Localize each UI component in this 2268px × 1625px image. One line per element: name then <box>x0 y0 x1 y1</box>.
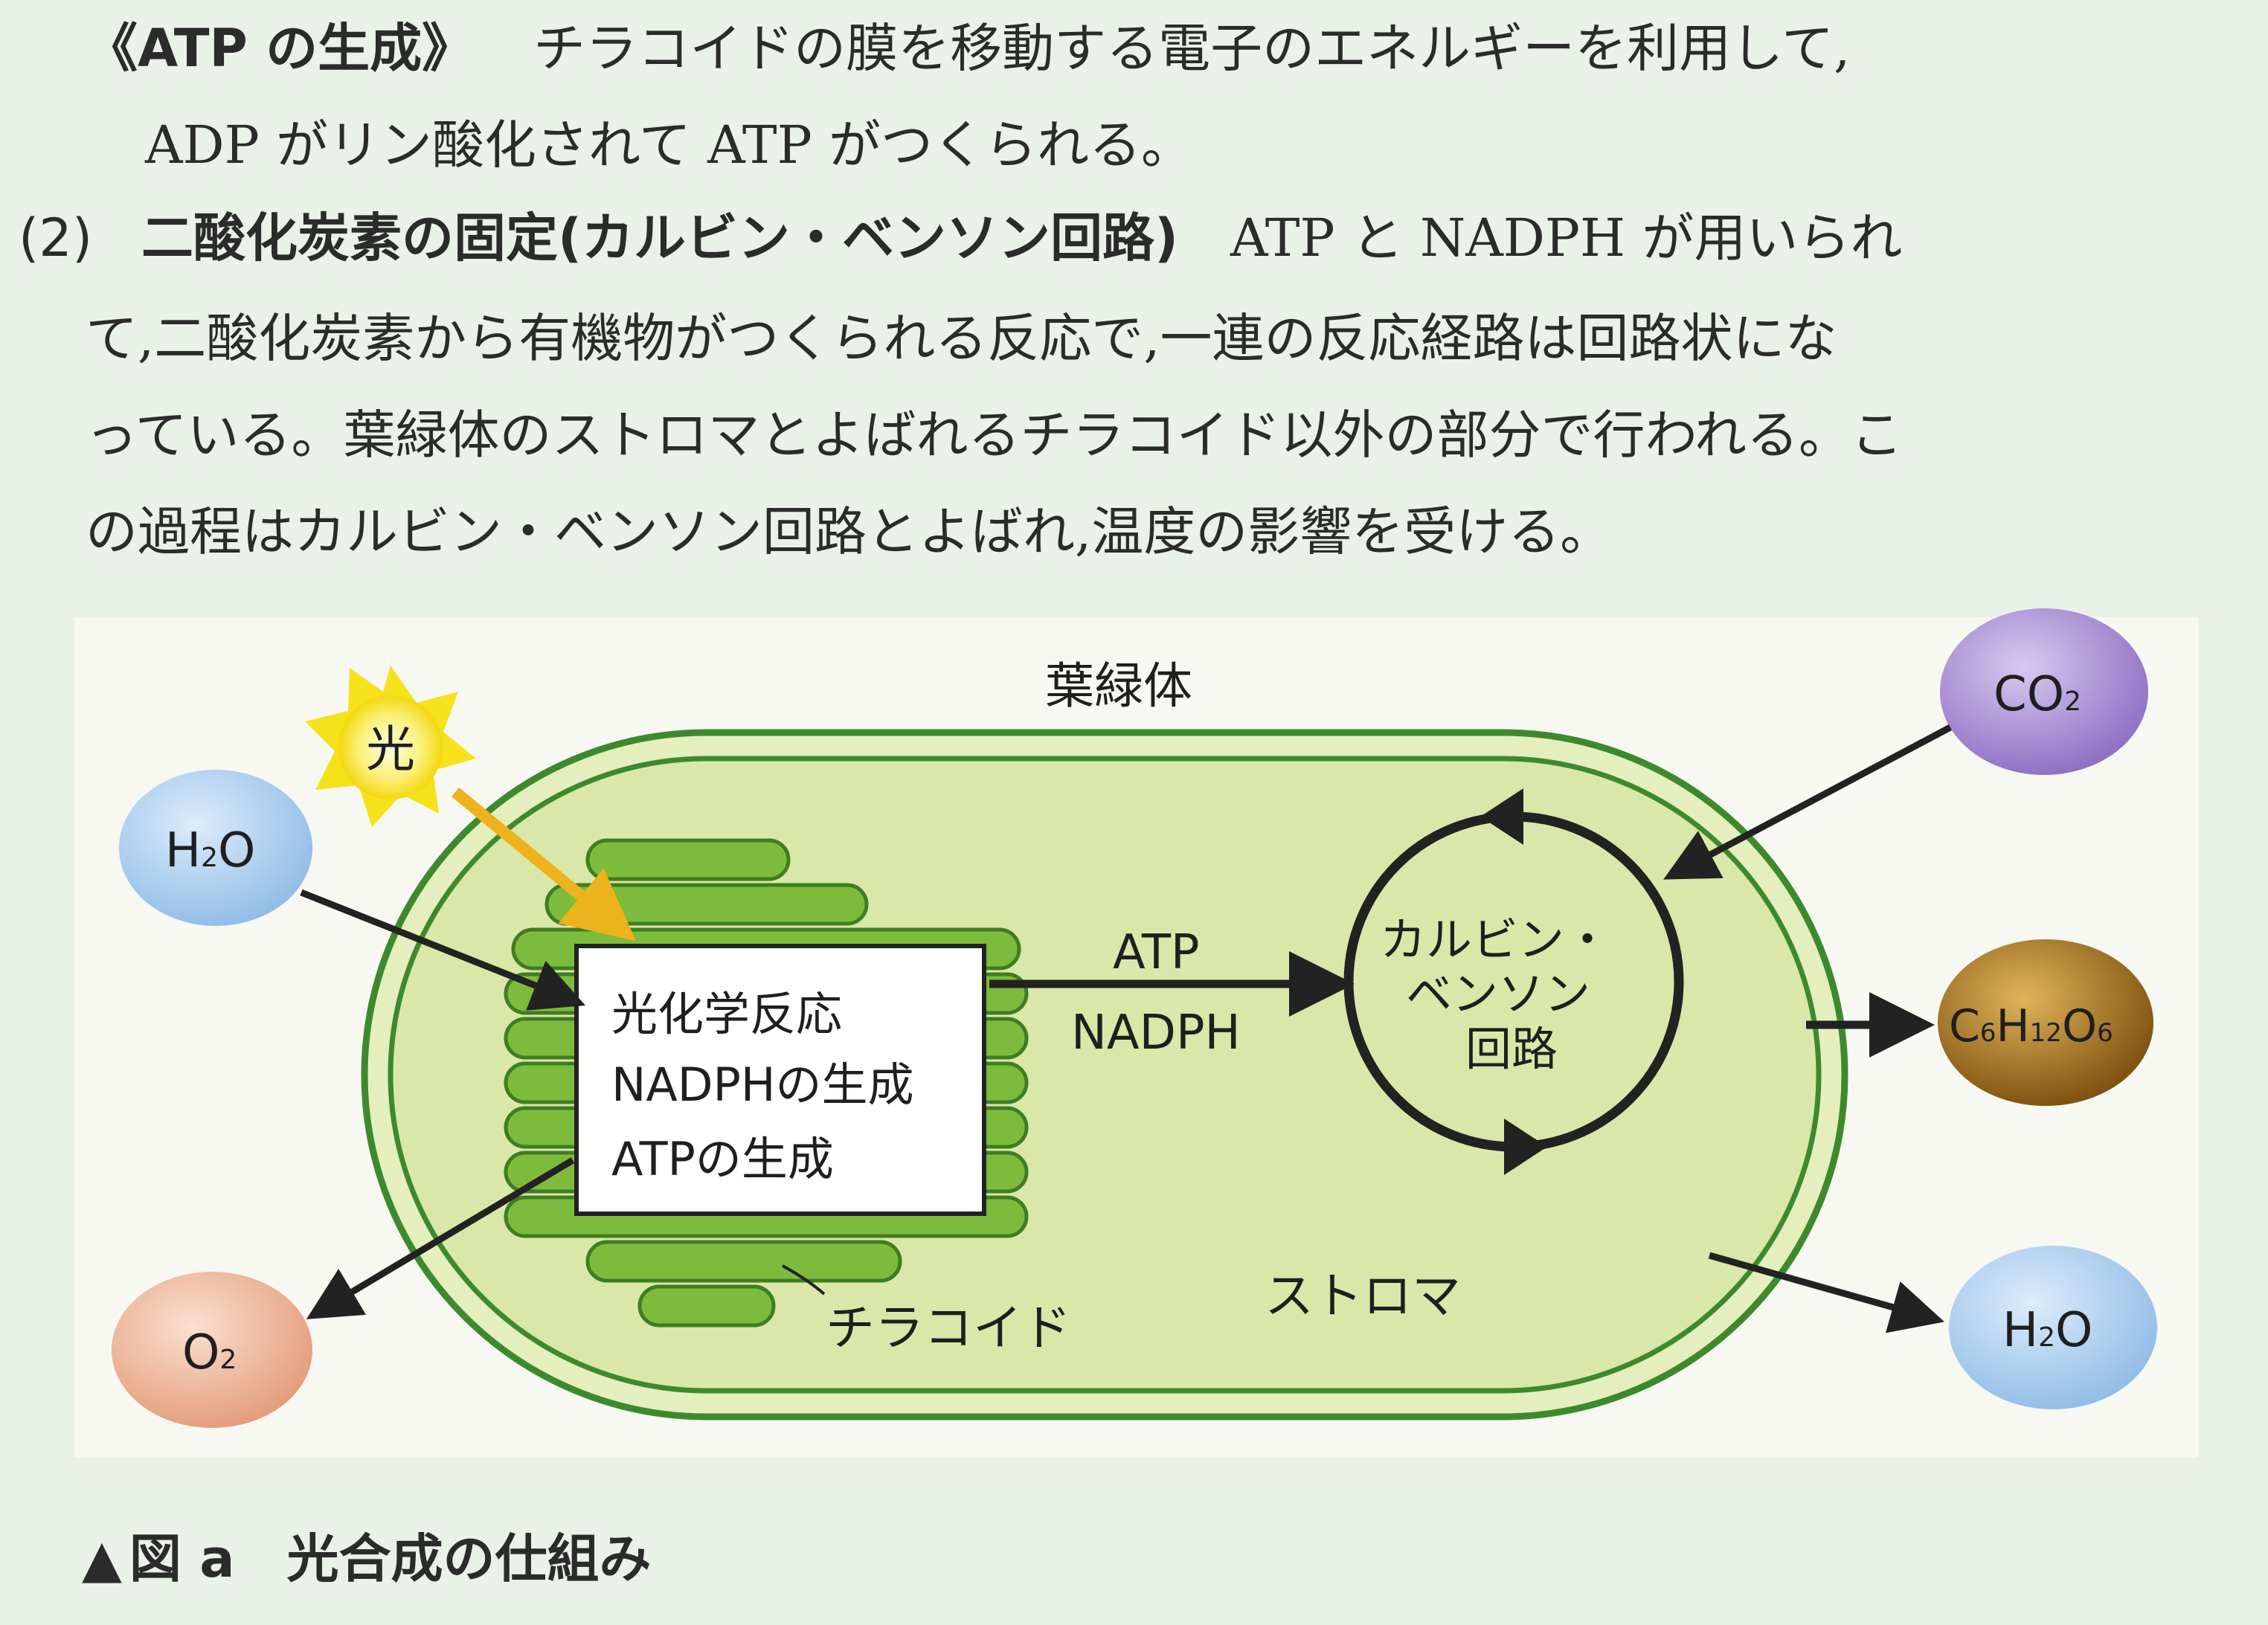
h2o-output-bubble <box>1949 1246 2157 1409</box>
light-label: 光 <box>366 721 415 778</box>
figure-caption: ▲図 a 光合成の仕組み <box>82 1517 651 1592</box>
light-arrow <box>451 787 637 942</box>
atp-text-line-1: チラコイドの膜を移動する電子のエネルギーを利用して, <box>533 18 1851 79</box>
cycle-label-line-1: カルビン・ <box>1380 913 1610 967</box>
section2-text-line-2: て,二酸化炭素から有機物がつくられる反応で,一連の反応経路は回路状にな <box>86 308 1837 369</box>
thylakoid-label: チラコイド <box>826 1299 1071 1357</box>
atp-heading: 《ATP の生成》 <box>86 18 475 79</box>
h2o-output-arrow <box>1708 1252 1944 1333</box>
reaction-box-line-2: NADPHの生成 <box>611 1058 914 1112</box>
calvin-cycle-arrowhead-bottom <box>1504 1119 1547 1175</box>
section2-number: (2) <box>19 207 93 268</box>
arrow-label-nadph: NADPH <box>1071 1005 1241 1061</box>
co2-input-arrow <box>1663 724 1953 880</box>
h2o-input-label: H2O <box>165 823 255 878</box>
o2-output-arrow <box>306 1157 575 1319</box>
atp-text-line-2: ADP がリン酸化されて ATP がつくられる。 <box>145 115 1193 176</box>
h2o-input-arrow <box>300 889 586 1011</box>
co2-input-label: CO2 <box>1994 667 2081 722</box>
section2-line-1: (2)二酸化炭素の固定(カルビン・ベンソン回路)ATP と NADPH が用いら… <box>19 212 1902 264</box>
caption-title: 光合成の仕組み <box>286 1528 652 1589</box>
reaction-box-line-3: ATPの生成 <box>611 1132 834 1186</box>
section2-text-line-1: ATP と NADPH が用いられ <box>1230 207 1903 268</box>
h2o-input-bubble <box>119 770 312 926</box>
sun-icon <box>305 666 476 827</box>
co2-input-bubble <box>1940 608 2148 775</box>
cycle-label-line-3: 回路 <box>1465 1022 1558 1076</box>
section2-heading: 二酸化炭素の固定(カルビン・ベンソン回路) <box>141 207 1178 268</box>
thylakoid-leader-line <box>782 1264 826 1296</box>
atp-paragraph-line-1: 《ATP の生成》チラコイドの膜を移動する電子のエネルギーを利用して, <box>86 22 1850 74</box>
chloroplast-label: 葉緑体 <box>1045 657 1192 715</box>
section2-text-line-3: っている。葉緑体のストロマとよばれるチラコイド以外の部分で行われる。こ <box>86 405 1903 466</box>
photochemical-reaction-box <box>574 944 986 1216</box>
caption-triangle-icon: ▲ <box>82 1528 122 1589</box>
o2-output-label: O2 <box>182 1325 237 1380</box>
cycle-label-line-2: ベンソン <box>1406 967 1590 1021</box>
h2o-output-label: H2O <box>2002 1303 2092 1358</box>
glucose-output-bubble <box>1938 939 2153 1106</box>
section2-text-line-4: の過程はカルビン・ベンソン回路とよばれ,温度の影響を受ける。 <box>86 501 1613 562</box>
reaction-box-line-1: 光化学反応 <box>611 987 842 1041</box>
arrow-label-atp: ATP <box>1113 925 1200 980</box>
o2-output-bubble <box>112 1272 312 1428</box>
glucose-output-label: C6H12O6 <box>1949 1000 2113 1052</box>
stroma-label: ストロマ <box>1265 1267 1461 1325</box>
caption-figure-label: 図 a <box>129 1528 235 1589</box>
calvin-cycle-arrowhead-top <box>1480 788 1523 845</box>
